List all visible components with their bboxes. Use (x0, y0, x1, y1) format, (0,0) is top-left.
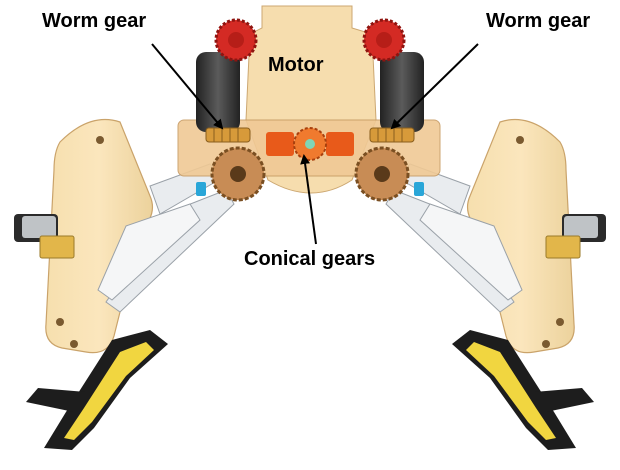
right-red-gear (362, 18, 406, 62)
right-leg-panel (467, 118, 575, 354)
left-red-gear (214, 18, 258, 62)
right-worm-wheel (354, 146, 410, 202)
label-worm-gear-right: Worm gear (486, 10, 591, 32)
label-conical-gears: Conical gears (244, 248, 376, 270)
arrow-worm-gear-left (151, 43, 224, 130)
arrow-worm-gear-right (390, 43, 479, 130)
left-worm-gear (205, 127, 251, 143)
left-small-motor (14, 214, 75, 259)
label-worm-gear-left: Worm gear (42, 10, 147, 32)
left-leg-panel (45, 118, 153, 354)
label-motor: Motor (268, 54, 324, 76)
right-motor (380, 52, 424, 132)
conical-gears (266, 127, 354, 161)
annotation-arrows (151, 43, 479, 245)
arrow-conical-gears (300, 154, 317, 245)
right-foot (452, 330, 594, 450)
right-small-motor (545, 214, 606, 259)
left-motor (196, 52, 240, 132)
left-foot (26, 330, 168, 450)
right-worm-gear (369, 127, 415, 143)
left-worm-wheel (210, 146, 266, 202)
